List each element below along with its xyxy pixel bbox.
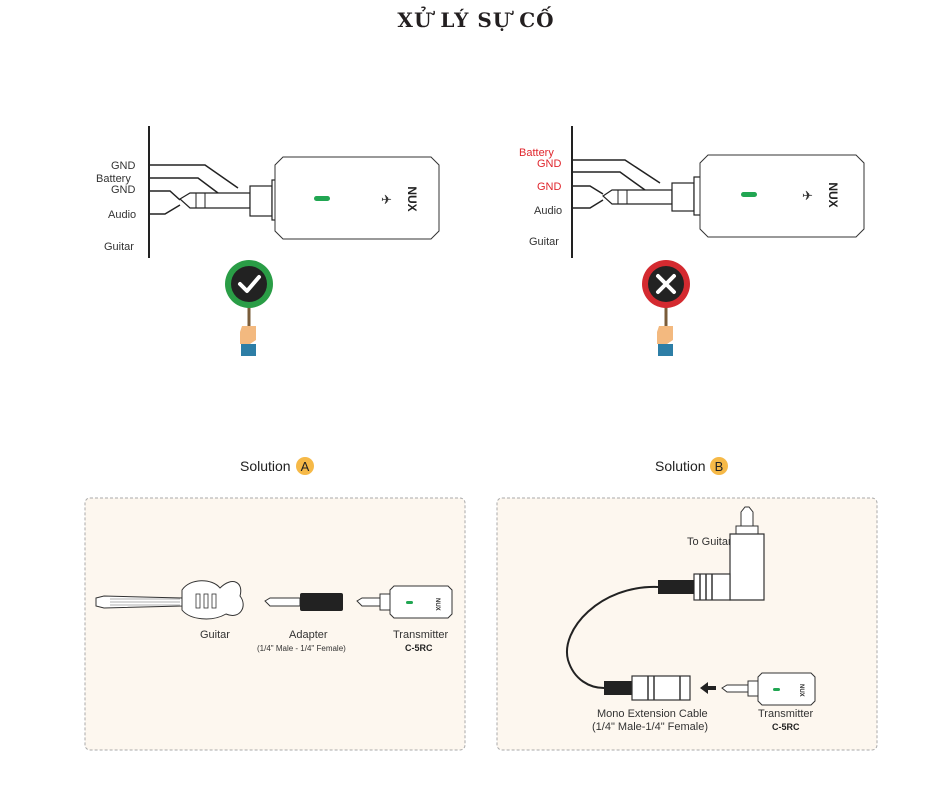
cable-spec-label: (1/4" Male-1/4" Female) (592, 721, 708, 733)
transmitter-label: Transmitter (758, 708, 814, 720)
label-gnd-2: GND (111, 184, 136, 196)
model-label: C-5RC (405, 643, 433, 653)
brand-label: NUX (826, 182, 840, 207)
solution-b-box: To Guitar NUX (496, 497, 878, 751)
label-gnd-2: GND (537, 181, 562, 193)
brand-label: NUX (798, 684, 804, 697)
label-gnd: GND (111, 160, 136, 172)
label-battery: Battery (96, 173, 131, 185)
model-label: C-5RC (772, 722, 800, 732)
correct-wiring-panel: ✈ NUX GND Battery GND Audio Guitar (96, 126, 440, 356)
transmitter-label: Transmitter (393, 629, 449, 641)
transmitter-icon: NUX (356, 585, 453, 619)
female-jack-icon (604, 675, 691, 701)
right-angle-plug-icon (658, 506, 765, 601)
solution-a-badge (296, 457, 314, 475)
fork-logo-icon: ✈ (381, 193, 392, 208)
transmitter-icon: NUX (721, 672, 816, 706)
solution-a-badge-letter: A (301, 459, 310, 474)
label-guitar: Guitar (104, 241, 134, 253)
solution-b-badge-letter: B (715, 459, 724, 474)
brand-label: NUX (434, 598, 440, 611)
led-indicator (314, 196, 330, 201)
solution-b-heading: Solution (655, 458, 706, 474)
cable-line (565, 585, 659, 689)
adapter-icon (264, 593, 343, 611)
cross-icon (656, 274, 676, 294)
adapter-spec-label: (1/4" Male - 1/4" Female) (257, 644, 346, 653)
label-guitar: Guitar (529, 236, 559, 248)
solution-a-heading: Solution (240, 458, 291, 474)
label-audio: Audio (108, 209, 136, 221)
guitar-icon (95, 580, 244, 620)
label-gnd: GND (537, 158, 562, 170)
check-icon (238, 275, 261, 293)
adapter-label: Adapter (289, 629, 328, 641)
solution-a-box: Guitar Adapter (1/4" Male - 1/4" Female)… (84, 497, 466, 751)
hand-icon (240, 326, 256, 344)
wrong-wiring-panel: ✈ NUX Battery GND GND Audio Guitar (519, 126, 865, 356)
to-guitar-label: To Guitar (687, 536, 732, 548)
hand-icon (657, 326, 673, 344)
label-audio: Audio (534, 205, 562, 217)
label-battery: Battery (519, 147, 554, 159)
cable-label: Mono Extension Cable (597, 708, 708, 720)
solution-b-badge (710, 457, 728, 475)
page-title: XỬ LÝ SỰ CỐ (397, 8, 555, 32)
arrow-left-icon (700, 682, 716, 694)
led-indicator (741, 192, 757, 197)
brand-label: NUX (405, 186, 419, 211)
fork-logo-icon: ✈ (802, 189, 813, 204)
guitar-label: Guitar (200, 629, 230, 641)
